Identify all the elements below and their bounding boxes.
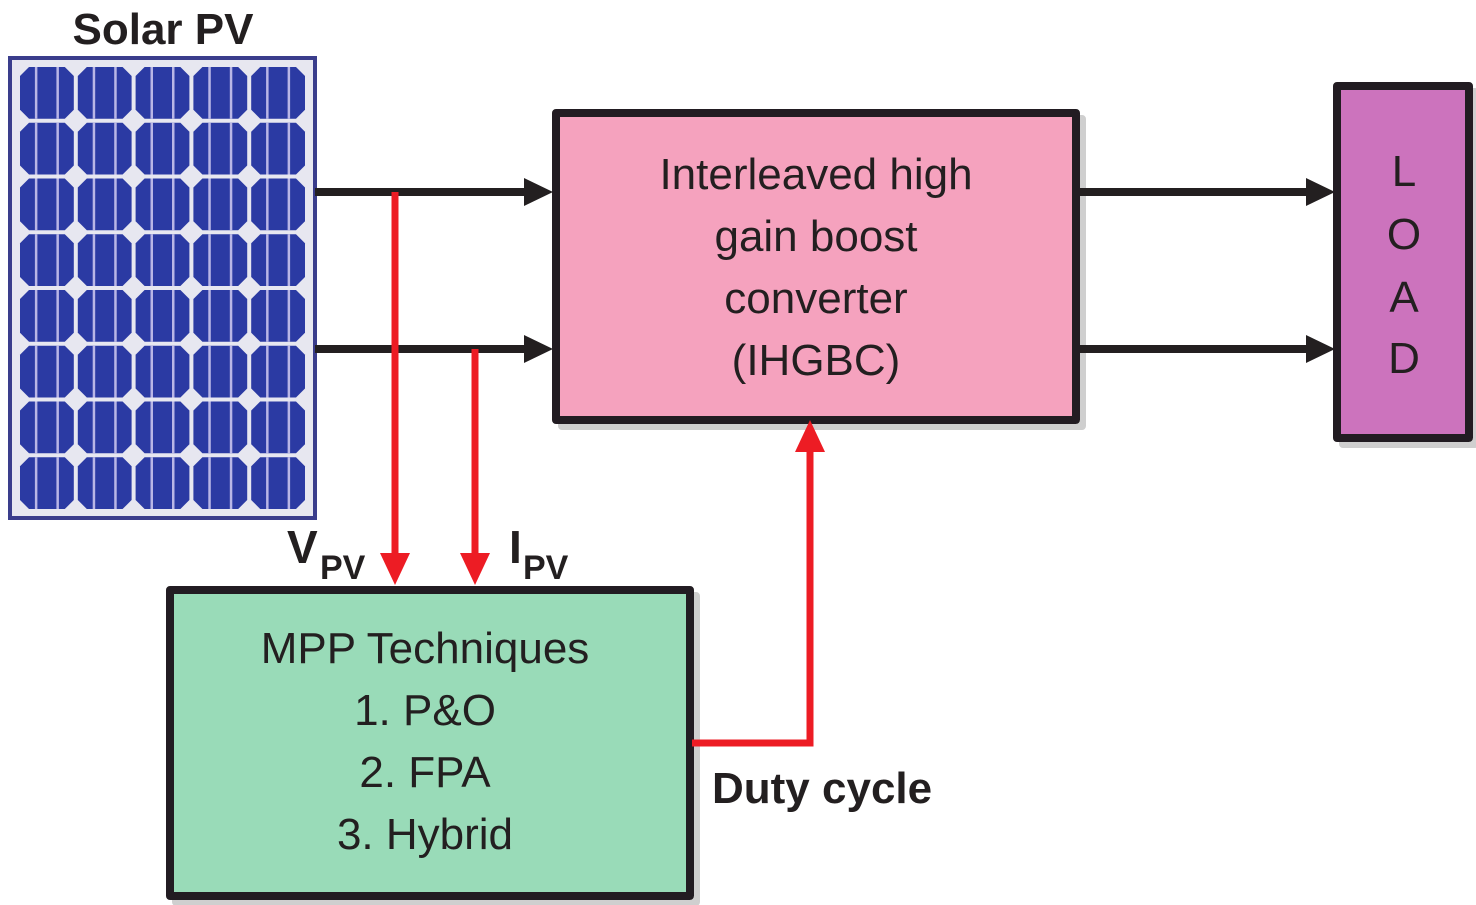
current-label-main: I [509, 521, 522, 573]
duty-cycle-label: Duty cycle [712, 764, 932, 813]
solar-cell [20, 345, 74, 398]
mppt-block: MPP Techniques 1. P&O 2. FPA 3. Hybrid [166, 586, 694, 900]
voltage-sense-arrowhead [380, 553, 410, 585]
load-block: L O A D [1333, 82, 1473, 442]
solar-cell [135, 178, 190, 231]
solar-cell [193, 234, 248, 286]
converter-label-line-4: (IHGBC) [732, 336, 901, 385]
solar-cell [20, 401, 74, 454]
voltage-label-main: V [287, 521, 318, 573]
current-sense-arrowhead [460, 553, 490, 585]
solar-cell [77, 234, 132, 286]
load-letter-d: D [1388, 334, 1420, 383]
solar-cell [77, 457, 132, 509]
solar-cell [251, 178, 305, 231]
mppt-title: MPP Techniques [261, 624, 590, 673]
solar-cell [251, 401, 305, 454]
solar-cell [135, 457, 190, 509]
mppt-box [166, 586, 694, 900]
solar-pv-title: Solar PV [73, 5, 255, 54]
converter-box [552, 109, 1080, 424]
solar-cell [77, 345, 132, 398]
arrowhead-output-negative [1306, 335, 1335, 363]
solar-cell [20, 290, 74, 342]
solar-cell [20, 234, 74, 286]
solar-cell [135, 345, 190, 398]
solar-cell [193, 345, 248, 398]
solar-cell [135, 401, 190, 454]
solar-cell [77, 290, 132, 342]
load-letter-a: A [1389, 273, 1419, 322]
solar-cell [20, 67, 74, 119]
solar-cell [20, 122, 74, 175]
load-letter-o: O [1387, 210, 1421, 259]
solar-cell [135, 67, 190, 119]
solar-panel-icon [8, 56, 317, 520]
solar-cell [193, 67, 248, 119]
solar-cell [251, 234, 305, 286]
solar-cell [193, 290, 248, 342]
mppt-item-1: 1. P&O [354, 686, 496, 735]
duty-cycle-arrowhead [795, 420, 825, 452]
solar-cell [193, 122, 248, 175]
load-box [1333, 82, 1473, 442]
mppt-item-2: 2. FPA [359, 748, 491, 797]
solar-cell [251, 457, 305, 509]
solar-cell [193, 401, 248, 454]
converter-label-line-3: converter [724, 274, 907, 323]
solar-cell [77, 401, 132, 454]
solar-cell [193, 178, 248, 231]
solar-panel-cells [20, 67, 305, 509]
converter-label-line-1: Interleaved high [659, 150, 972, 199]
mppt-item-3: 3. Hybrid [337, 810, 513, 859]
arrowhead-output-positive [1306, 178, 1335, 206]
solar-cell [135, 234, 190, 286]
solar-cell [193, 457, 248, 509]
solar-cell [77, 67, 132, 119]
solar-cell [77, 122, 132, 175]
solar-cell [77, 178, 132, 231]
solar-cell [20, 457, 74, 509]
duty-cycle-line [692, 450, 814, 747]
solar-cell [251, 290, 305, 342]
solar-cell [251, 67, 305, 119]
arrowhead-positive [524, 178, 553, 206]
voltage-label: V PV [287, 521, 366, 587]
voltage-label-sub: PV [320, 549, 366, 587]
solar-cell [135, 122, 190, 175]
solar-cell [135, 290, 190, 342]
converter-label-line-2: gain boost [714, 212, 917, 261]
load-letter-l: L [1392, 147, 1416, 196]
arrowhead-negative [524, 335, 553, 363]
converter-block: Interleaved high gain boost converter (I… [552, 109, 1080, 424]
solar-cell [20, 178, 74, 231]
current-label: I PV [509, 521, 569, 587]
current-label-sub: PV [523, 549, 569, 587]
solar-cell [251, 345, 305, 398]
solar-cell [251, 122, 305, 175]
